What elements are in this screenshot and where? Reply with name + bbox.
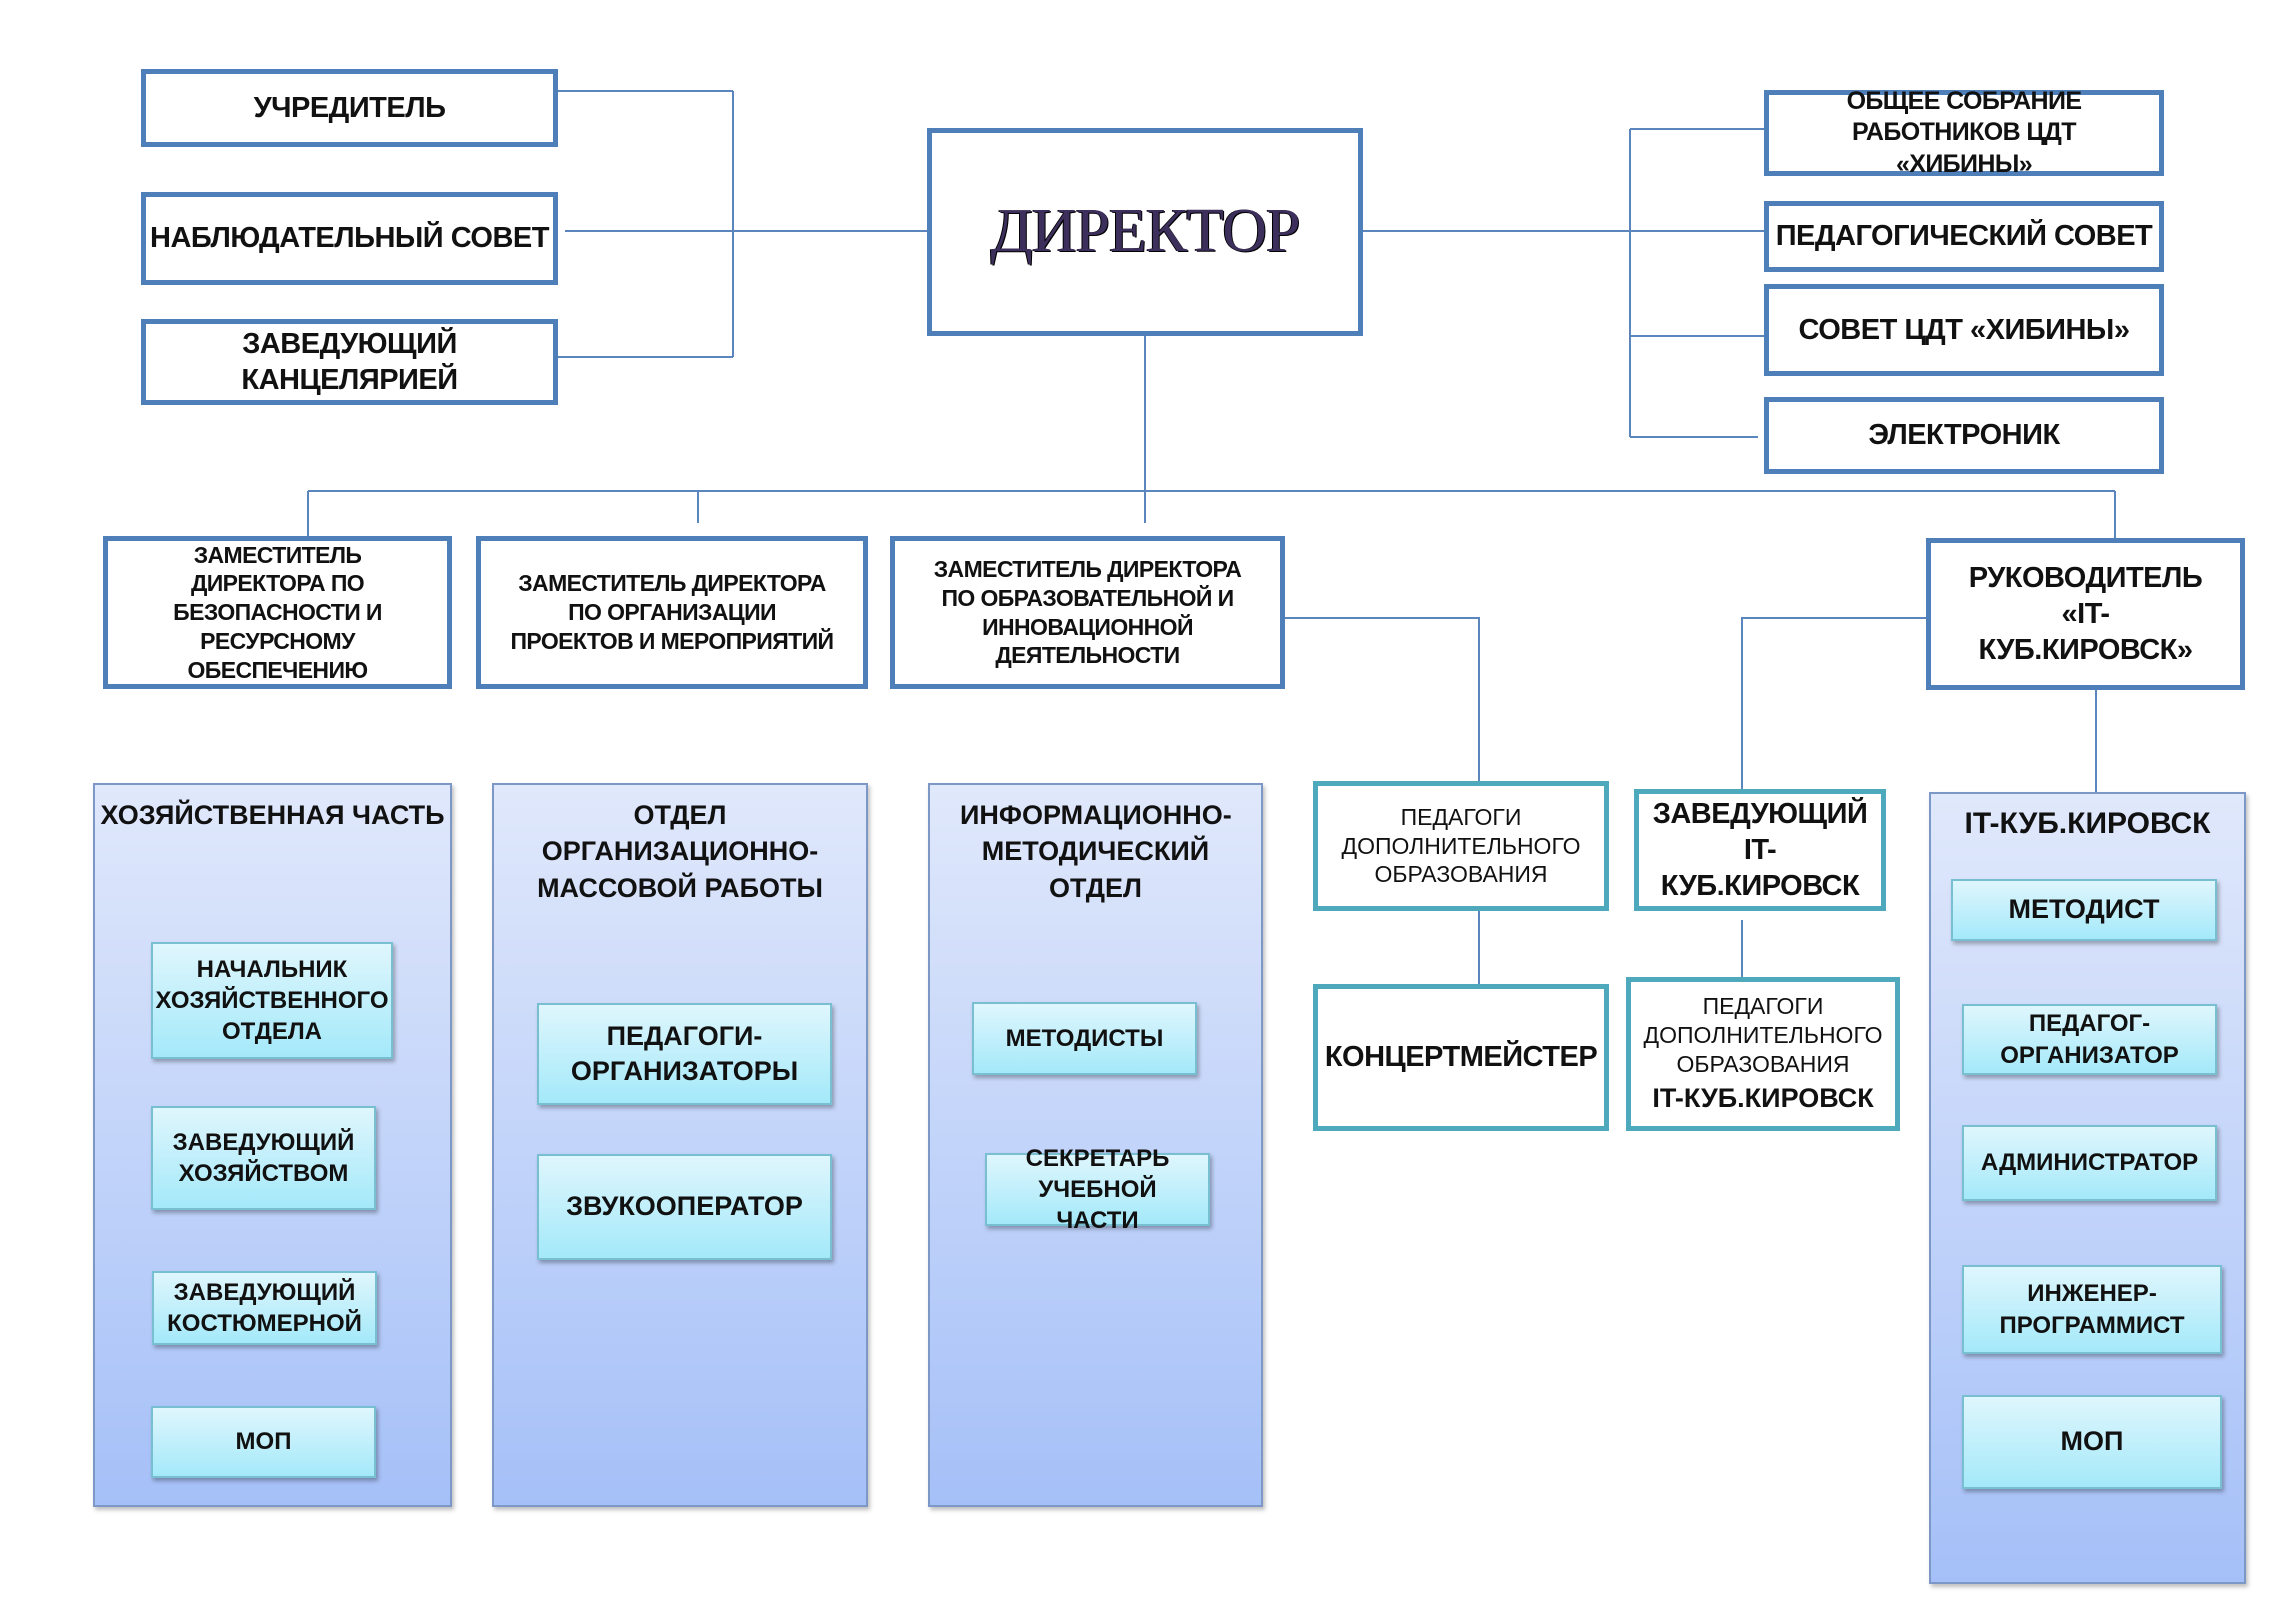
box-label: ОБЩЕЕ СОБРАНИЕ РАБОТНИКОВ ЦДТ «ХИБИНЫ» bbox=[1846, 87, 2082, 178]
role-maintenance-staff: МОП bbox=[151, 1406, 376, 1478]
box-label: ЗАМЕСТИТЕЛЬ ДИРЕКТОРА ПО ОБРАЗОВАТЕЛЬНОЙ… bbox=[933, 556, 1242, 669]
role-head-maintenance: НАЧАЛЬНИК ХОЗЯЙСТВЕННОГО ОТДЕЛА bbox=[151, 942, 393, 1059]
box-label: НАБЛЮДАТЕЛЬНЫЙ СОВЕТ bbox=[150, 222, 549, 255]
panel-it-cube: IT-КУБ.КИРОВСК МЕТОДИСТ ПЕДАГОГ-ОРГАНИЗА… bbox=[1929, 792, 2246, 1584]
role-academic-secretary: СЕКРЕТАРЬ УЧЕБНОЙ ЧАСТИ bbox=[985, 1145, 1210, 1234]
box-supervisory-board: НАБЛЮДАТЕЛЬНЫЙ СОВЕТ bbox=[141, 192, 558, 285]
panel-title: ИНФОРМАЦИОННО-МЕТОДИЧЕСКИЙ ОТДЕЛ bbox=[960, 800, 1232, 903]
box-pedagogical-council: ПЕДАГОГИЧЕСКИЙ СОВЕТ bbox=[1764, 201, 2164, 272]
box-label: ПЕДАГОГИ ДОПОЛНИТЕЛЬНОГО ОБРАЗОВАНИЯ bbox=[1341, 803, 1581, 888]
role-methodologist: МЕТОДИСТ bbox=[1951, 879, 2217, 941]
role-event-organizers: ПЕДАГОГИ-ОРГАНИЗАТОРЫ bbox=[537, 1003, 832, 1105]
panel-methodology: ИНФОРМАЦИОННО-МЕТОДИЧЕСКИЙ ОТДЕЛ МЕТОДИС… bbox=[928, 783, 1263, 1507]
box-label: ЗАМЕСТИТЕЛЬ ДИРЕКТОРА ПО БЕЗОПАСНОСТИ И … bbox=[173, 541, 382, 683]
box-label: ЭЛЕКТРОНИК bbox=[1868, 419, 2060, 452]
box-director: ДИРЕКТОР bbox=[927, 128, 1363, 336]
connector-deputy3-teachers bbox=[1285, 617, 1480, 984]
box-label: УЧРЕДИТЕЛЬ bbox=[253, 91, 446, 124]
box-founder: УЧРЕДИТЕЛЬ bbox=[141, 69, 558, 147]
box-label: ЗАВЕДУЮЩИЙ КАНЦЕЛЯРИЕЙ bbox=[241, 327, 458, 396]
connector-deputy-bus bbox=[307, 490, 2116, 538]
box-label: ЗАМЕСТИТЕЛЬ ДИРЕКТОРА ПО ОРГАНИЗАЦИИ ПРО… bbox=[510, 570, 835, 654]
role-methodologists: МЕТОДИСТЫ bbox=[972, 1002, 1197, 1075]
box-accompanist: КОНЦЕРТМЕЙСТЕР bbox=[1313, 984, 1609, 1131]
box-label: ПЕДАГОГИЧЕСКИЙ СОВЕТ bbox=[1775, 220, 2153, 253]
role-event-organizer: ПЕДАГОГ-ОРГАНИЗАТОР bbox=[1962, 1004, 2217, 1075]
director-label: ДИРЕКТОР bbox=[990, 197, 1300, 266]
box-electronics-engineer: ЭЛЕКТРОНИК bbox=[1764, 397, 2164, 474]
panel-mass-events: ОТДЕЛ ОРГАНИЗАЦИОННО-МАССОВОЙ РАБОТЫ ПЕД… bbox=[492, 783, 868, 1507]
panel-title: IT-КУБ.КИРОВСК bbox=[1964, 807, 2211, 840]
box-label: ПЕДАГОГИ ДОПОЛНИТЕЛЬНОГО ОБРАЗОВАНИЯ bbox=[1643, 993, 1883, 1077]
role-costume-manager: ЗАВЕДУЮЩИЙ КОСТЮМЕРНОЙ bbox=[152, 1271, 377, 1345]
box-additional-education-teachers: ПЕДАГОГИ ДОПОЛНИТЕЛЬНОГО ОБРАЗОВАНИЯ bbox=[1313, 781, 1609, 911]
box-council: СОВЕТ ЦДТ «ХИБИНЫ» bbox=[1764, 284, 2164, 376]
box-it-cube-head: РУКОВОДИТЕЛЬ «IT-КУБ.КИРОВСК» bbox=[1926, 538, 2245, 690]
role-software-engineer: ИНЖЕНЕР-ПРОГРАММИСТ bbox=[1962, 1265, 2222, 1354]
role-housekeeping-manager: ЗАВЕДУЮЩИЙ ХОЗЯЙСТВОМ bbox=[151, 1106, 376, 1210]
box-deputy-security: ЗАМЕСТИТЕЛЬ ДИРЕКТОРА ПО БЕЗОПАСНОСТИ И … bbox=[103, 536, 452, 689]
box-label: ЗАВЕДУЮЩИЙ IT-КУБ.КИРОВСК bbox=[1652, 797, 1868, 903]
box-label: КОНЦЕРТМЕЙСТЕР bbox=[1324, 1041, 1598, 1074]
box-general-meeting: ОБЩЕЕ СОБРАНИЕ РАБОТНИКОВ ЦДТ «ХИБИНЫ» bbox=[1764, 87, 2164, 178]
box-it-cube-manager: ЗАВЕДУЮЩИЙ IT-КУБ.КИРОВСК bbox=[1634, 789, 1886, 911]
box-label-sub: IT-КУБ.КИРОВСК bbox=[1652, 1083, 1874, 1114]
box-label: РУКОВОДИТЕЛЬ «IT-КУБ.КИРОВСК» bbox=[1968, 561, 2203, 667]
box-deputy-education: ЗАМЕСТИТЕЛЬ ДИРЕКТОРА ПО ОБРАЗОВАТЕЛЬНОЙ… bbox=[890, 536, 1285, 689]
box-it-cube-teachers: ПЕДАГОГИ ДОПОЛНИТЕЛЬНОГО ОБРАЗОВАНИЯ IT-… bbox=[1626, 977, 1900, 1131]
panel-maintenance: ХОЗЯЙСТВЕННАЯ ЧАСТЬ НАЧАЛЬНИК ХОЗЯЙСТВЕН… bbox=[93, 783, 452, 1507]
connector-left-bracket bbox=[558, 90, 937, 358]
box-deputy-projects: ЗАМЕСТИТЕЛЬ ДИРЕКТОРА ПО ОРГАНИЗАЦИИ ПРО… bbox=[476, 536, 868, 689]
role-support-staff: МОП bbox=[1962, 1395, 2222, 1489]
box-label: СОВЕТ ЦДТ «ХИБИНЫ» bbox=[1798, 313, 2130, 346]
panel-title: ОТДЕЛ ОРГАНИЗАЦИОННО-МАССОВОЙ РАБОТЫ bbox=[537, 800, 823, 903]
role-sound-engineer: ЗВУКООПЕРАТОР bbox=[537, 1154, 832, 1260]
box-office-manager: ЗАВЕДУЮЩИЙ КАНЦЕЛЯРИЕЙ bbox=[141, 319, 558, 405]
connector-it-branch bbox=[1741, 617, 2097, 977]
role-administrator: АДМИНИСТРАТОР bbox=[1962, 1125, 2217, 1201]
panel-title: ХОЗЯЙСТВЕННАЯ ЧАСТЬ bbox=[100, 800, 445, 830]
connector-right-bracket bbox=[1363, 128, 1764, 438]
